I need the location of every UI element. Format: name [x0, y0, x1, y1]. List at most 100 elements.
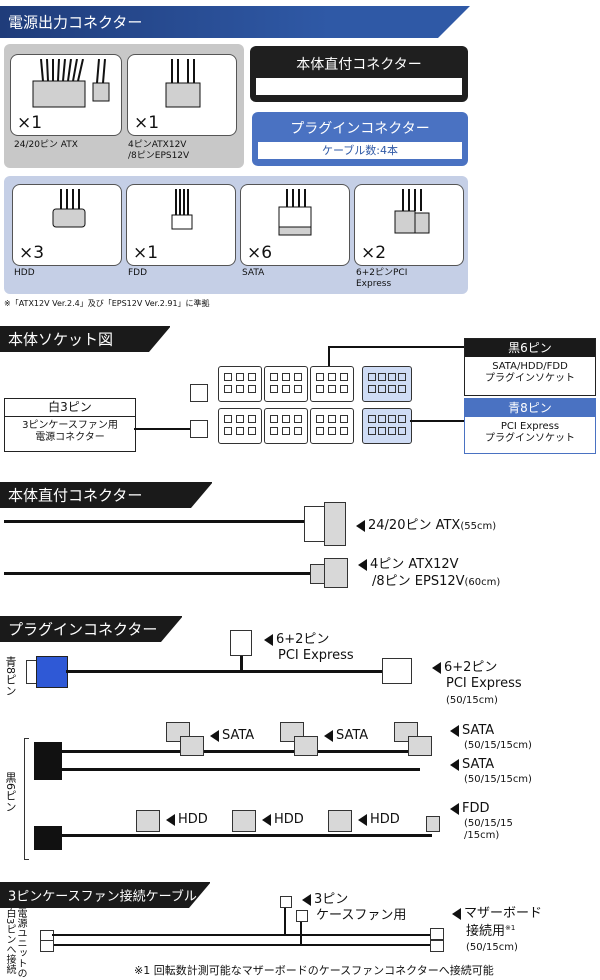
- atx-plug: [324, 502, 346, 546]
- arrow-icon: [450, 758, 459, 771]
- hdd-inline-text: HDD: [370, 812, 400, 827]
- sata-right-2: SATA(50/15/15cm): [450, 758, 532, 787]
- caption-pcie: 6+2ピンPCI Express: [356, 268, 408, 289]
- socket-pin: [368, 415, 376, 423]
- white3-title: 白3ピン: [5, 399, 135, 417]
- black6-bracket: [24, 738, 29, 860]
- arrow-icon: [450, 802, 459, 815]
- sata-inline-1: SATA: [210, 728, 254, 743]
- hdd-connector-icon: [52, 189, 86, 228]
- fan-plug-1: [280, 896, 292, 908]
- socket-pin: [282, 415, 290, 423]
- socket-pin: [388, 415, 396, 423]
- black6-socket: [264, 366, 308, 402]
- fixed-label-count: ケーブル数:2本: [256, 78, 462, 95]
- hdd-plug-1: [136, 810, 160, 832]
- socket-pin: [270, 385, 278, 393]
- connector-card-fdd: ×1: [126, 184, 236, 266]
- sata-r1-label: SATA: [462, 723, 495, 738]
- atx12v-plug-b: [324, 558, 348, 588]
- white3-desc: 3ピンケースファン用 電源コネクター: [22, 420, 118, 443]
- socket-pin: [294, 427, 302, 435]
- blue8-label: 青8ピン PCI Express プラグインソケット: [464, 398, 596, 454]
- caption-atx12v: 4ピンATX12V /8ピンEPS12V: [128, 140, 190, 161]
- atx12v-cable: [4, 572, 310, 575]
- hdd-inline-text: HDD: [274, 812, 304, 827]
- socket-pin: [224, 415, 232, 423]
- socket-pin: [378, 415, 386, 423]
- eps12v-name: /8ピン EPS12V: [372, 574, 465, 589]
- connector-card-pcie: ×2: [354, 184, 464, 266]
- socket-pin: [328, 385, 336, 393]
- atx-length: (55cm): [460, 521, 497, 532]
- fan-plug-2: [296, 910, 308, 922]
- socket-pin: [388, 373, 396, 381]
- qty-pcie: ×2: [361, 243, 387, 263]
- fdd-label: FDD: [450, 802, 490, 816]
- mb-plug-2: [430, 940, 444, 952]
- socket-pin: [236, 415, 244, 423]
- mb-l2: 接続用: [466, 924, 506, 940]
- mb-l1: マザーボード: [464, 906, 543, 921]
- section-header-fixed-connectors: 本体直付コネクター: [0, 482, 213, 508]
- arrow-icon: [358, 813, 367, 826]
- socket-pin: [248, 427, 256, 435]
- socket-pin: [340, 385, 348, 393]
- pcie2-l2: PCI Express: [446, 676, 522, 691]
- black6-socket: [264, 408, 308, 444]
- plugin-connector-label: プラグインコネクター ケーブル数:4本: [252, 112, 468, 166]
- qty-sata: ×6: [247, 243, 273, 263]
- socket-pin: [248, 373, 256, 381]
- mb-sup: ※1: [505, 924, 516, 932]
- fdd-connector-icon: [171, 189, 193, 230]
- socket-pin: [294, 373, 302, 381]
- fdd-length: (50/15/15 /15cm): [464, 818, 513, 841]
- fixed-label-title: 本体直付コネクター: [296, 57, 422, 73]
- sata-plug: [180, 736, 204, 756]
- socket-pin: [340, 373, 348, 381]
- blue8-desc: PCI Express プラグインソケット: [485, 421, 575, 444]
- socket-pin: [368, 427, 376, 435]
- fan-branch-1: [284, 906, 286, 936]
- mb-plug-1: [430, 928, 444, 940]
- sata-r2-length: (50/15/15cm): [464, 774, 532, 785]
- section-title: 3ピンケースファン接続ケーブル: [8, 889, 197, 905]
- section-title: 本体ソケット図: [8, 330, 114, 349]
- blue8-plug: [36, 656, 68, 688]
- hdd-inline-text: HDD: [178, 812, 208, 827]
- caption-fdd: FDD: [128, 268, 148, 278]
- sata-inline-text: SATA: [336, 728, 369, 743]
- fan-cable-1: [52, 934, 430, 936]
- section-header-fan-cable: 3ピンケースファン接続ケーブル: [0, 882, 211, 908]
- atx12v-label: 4ピン ATX12V/8ピン EPS12V(60cm): [358, 556, 500, 591]
- qty-atx: ×1: [17, 113, 43, 133]
- sata-inline-2: SATA: [324, 728, 368, 743]
- socket-pin: [368, 373, 376, 381]
- fdd-plug: [426, 816, 440, 832]
- socket-pin: [340, 427, 348, 435]
- atx12v-length: (60cm): [464, 577, 501, 588]
- fan-footnote: ※1 回転数計測可能なマザーボードのケースファンコネクターへ接続可能: [134, 964, 494, 977]
- caption-sata: SATA: [242, 268, 265, 278]
- sata-cable-2: [62, 768, 420, 771]
- white-3pin-socket: [190, 420, 208, 438]
- section-header-plugin-connectors: プラグインコネクター: [0, 616, 183, 642]
- black6-socket: [218, 366, 262, 402]
- pcie-plug-1: [230, 630, 252, 656]
- fan-l2: ケースファン用: [316, 908, 407, 923]
- white3-label: 白3ピン 3ピンケースファン用 電源コネクター: [4, 398, 136, 452]
- socket-pin: [388, 427, 396, 435]
- hdd-inline-2: HDD: [262, 812, 304, 827]
- socket-pin: [248, 385, 256, 393]
- section-title: 電源出力コネクター: [8, 13, 143, 32]
- socket-pin: [398, 415, 406, 423]
- hdd-source-plug: [34, 826, 62, 850]
- mb-length: (50/15cm): [466, 942, 518, 954]
- socket-pin: [368, 385, 376, 393]
- atx-label: 24/20ピン ATX(55cm): [356, 514, 496, 533]
- pointer-black6-h: [328, 346, 464, 348]
- pcie1-l1: 6+2ピン: [276, 632, 330, 647]
- fan-l1: 3ピン: [314, 892, 349, 907]
- socket-pin: [282, 385, 290, 393]
